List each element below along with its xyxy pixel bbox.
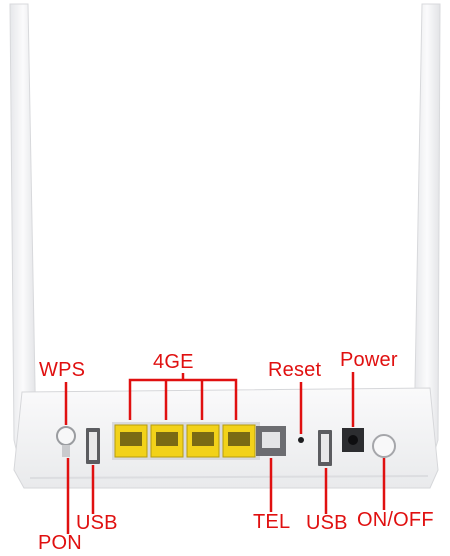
on-off-label: ON/OFF bbox=[357, 509, 434, 531]
tel-port[interactable] bbox=[256, 426, 286, 456]
tel-label: TEL bbox=[253, 511, 291, 533]
ethernet-ports[interactable] bbox=[112, 422, 260, 460]
wps-label: WPS bbox=[39, 359, 86, 381]
usb-port-right[interactable] bbox=[318, 430, 332, 466]
on-off-button[interactable] bbox=[372, 434, 396, 458]
usb-right-label: USB bbox=[306, 512, 348, 534]
reset-pinhole[interactable] bbox=[298, 437, 304, 443]
callout-lines bbox=[64, 372, 386, 534]
power-label: Power bbox=[340, 349, 398, 371]
ethernet-port-4[interactable] bbox=[222, 424, 256, 458]
usb-port-left[interactable] bbox=[86, 428, 100, 464]
wps-button[interactable] bbox=[56, 426, 76, 457]
ethernet-port-3[interactable] bbox=[186, 424, 220, 458]
power-jack[interactable] bbox=[342, 428, 364, 452]
pon-label: PON bbox=[38, 532, 82, 554]
4ge-label: 4GE bbox=[153, 351, 194, 373]
ethernet-port-2[interactable] bbox=[150, 424, 184, 458]
ethernet-port-1[interactable] bbox=[114, 424, 148, 458]
usb-left-label: USB bbox=[76, 512, 118, 534]
reset-label: Reset bbox=[268, 359, 322, 381]
